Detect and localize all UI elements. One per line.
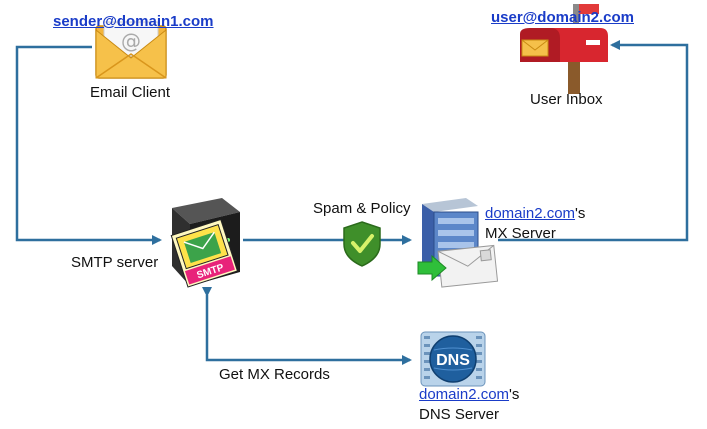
mx-domain-link[interactable]: domain2.com <box>485 205 576 222</box>
dns-owner-label: domain2.com's <box>419 386 519 404</box>
spam-policy-label: Spam & Policy <box>313 200 411 217</box>
sender-address-link[interactable]: sender@domain1.com <box>53 13 214 30</box>
user-inbox-label: User Inbox <box>530 91 603 108</box>
mx-server-label: MX Server <box>485 225 556 242</box>
mx-owner-label: domain2.com's <box>485 205 585 223</box>
recipient-address-link[interactable]: user@domain2.com <box>491 9 634 26</box>
dns-possessive: 's <box>509 386 520 403</box>
email-client-label: Email Client <box>90 84 171 101</box>
arrow-client-to-smtp <box>15 45 162 245</box>
smtp-server-label: SMTP server <box>71 254 159 271</box>
arrow-smtp-dns-lookup <box>202 287 412 365</box>
svg-text:@: @ <box>121 29 141 53</box>
get-mx-records-label: Get MX Records <box>219 366 330 383</box>
dns-domain-link[interactable]: domain2.com <box>419 386 510 403</box>
dns-server-label: DNS Server <box>419 406 500 423</box>
arrow-mx-to-inbox <box>498 40 689 242</box>
dns-icon-text: DNS <box>436 352 470 369</box>
mx-possessive: 's <box>575 205 586 222</box>
